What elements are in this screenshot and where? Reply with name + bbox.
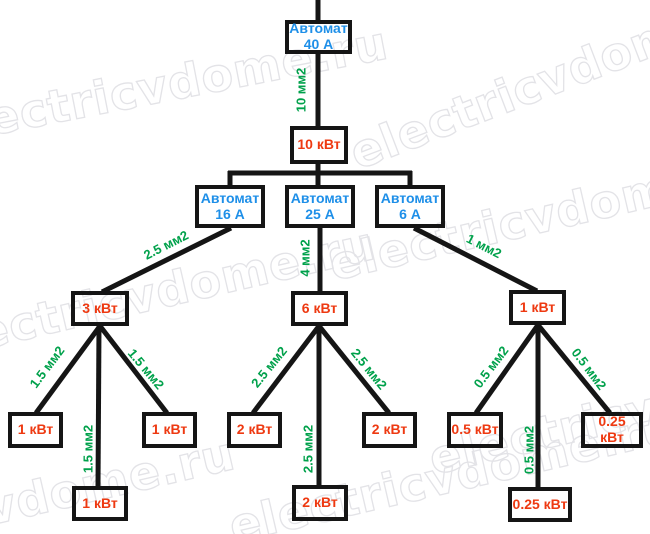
load-power: 6 кВт — [301, 299, 338, 316]
breaker-name: Автомат — [289, 20, 348, 37]
breaker-rating: 16 А — [215, 205, 245, 222]
load-power: 10 кВт — [297, 136, 341, 153]
wire-size-label: 4 мм2 — [297, 239, 313, 277]
wire-size-label: 10 мм2 — [293, 67, 309, 113]
breaker-rating: 6 А — [399, 205, 421, 222]
load-power: 2 кВт — [236, 421, 273, 438]
branch-load-box: 1 кВт — [509, 290, 566, 325]
wire-line — [473, 323, 541, 415]
main-breaker-box: Автомат 40 А — [285, 20, 352, 54]
sub-load-box: 2 кВт — [227, 412, 282, 448]
wire-line — [317, 324, 391, 415]
breaker-rating: 40 А — [303, 36, 334, 52]
wire-line — [251, 324, 321, 415]
sub-load-box: 2 кВт — [292, 485, 348, 521]
load-power: 1 кВт — [151, 421, 188, 438]
branch-breaker-box-25a: Автомат 25 А — [285, 185, 355, 228]
sub-load-box: 2 кВт — [362, 412, 417, 448]
load-power: 2 кВт — [371, 421, 408, 438]
wire-line — [536, 323, 612, 415]
breaker-name: Автомат — [380, 189, 440, 206]
breaker-name: Автомат — [290, 189, 350, 206]
branch-breaker-box-6a: Автомат 6 А — [375, 185, 445, 228]
wire-line — [100, 225, 233, 295]
sub-load-box: 0.25 кВт — [581, 412, 643, 448]
load-power: 0.5 кВт — [451, 421, 499, 438]
load-power: 0.25 кВт — [598, 413, 626, 445]
breaker-rating: 25 А — [305, 205, 335, 222]
sub-load-box: 0.25 кВт — [508, 487, 572, 522]
breaker-name: Автомат — [200, 189, 260, 206]
wire-size-label: 0.5 мм2 — [521, 425, 537, 475]
branch-breaker-box-16a: Автомат 16 А — [195, 185, 265, 228]
main-load-box: 10 кВт — [290, 126, 348, 164]
sub-load-box: 1 кВт — [8, 412, 63, 448]
sub-load-box: 0.5 кВт — [447, 412, 503, 448]
load-power: 3 кВт — [82, 299, 118, 316]
branch-load-box: 3 кВт — [71, 291, 129, 326]
load-power: 1 кВт — [17, 421, 54, 438]
load-power: 0.25 кВт — [512, 495, 568, 512]
sub-load-box: 1 кВт — [142, 412, 197, 448]
wire-size-label: 1.5 мм2 — [80, 424, 96, 474]
load-power: 2 кВт — [302, 494, 338, 511]
load-power: 1 кВт — [82, 494, 118, 511]
sub-load-box: 1 кВт — [72, 486, 128, 521]
wire-line — [95, 325, 102, 488]
wire-line — [33, 324, 103, 415]
branch-load-box: 6 кВт — [291, 291, 348, 326]
wire-line — [98, 324, 169, 415]
wire-line — [412, 225, 539, 294]
load-power: 1 кВт — [519, 298, 556, 315]
wire-size-label: 2.5 мм2 — [300, 424, 316, 474]
